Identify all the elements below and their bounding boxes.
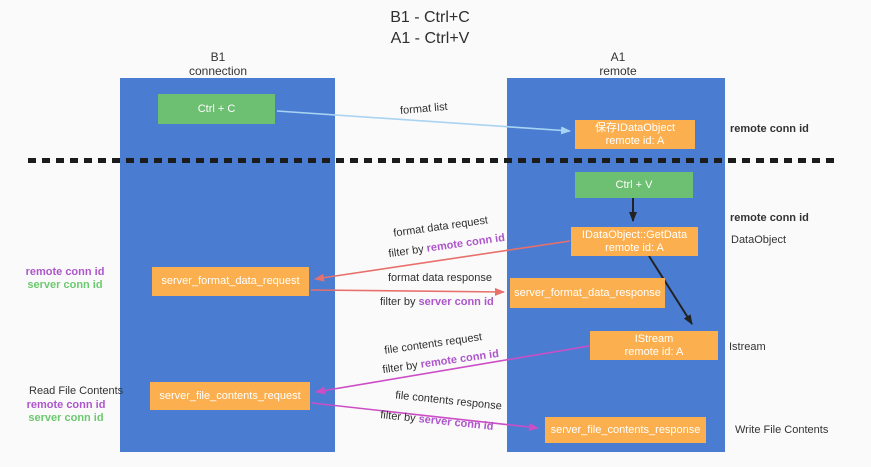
title-line-1: B1 - Ctrl+C xyxy=(390,9,470,26)
getdata-line2: remote id: A xyxy=(605,241,664,254)
node-idataobject-getdata: IDataObject::GetData remote id: A xyxy=(571,227,698,256)
node-server-format-data-request: server_format_data_request xyxy=(152,267,309,296)
server-conn-id-text: server conn id xyxy=(418,296,494,308)
node-ctrl-v: Ctrl + V xyxy=(575,172,693,198)
save-idataobject-line2: remote id: A xyxy=(605,134,665,147)
left-remote-conn-id-2: remote conn id xyxy=(26,399,106,411)
right-remote-conn-id-1: remote conn id xyxy=(730,123,809,135)
right-remote-conn-id-2: remote conn id xyxy=(730,212,809,224)
node-server-file-contents-response: server_file_contents_response xyxy=(545,417,706,443)
left-remote-conn-id-1: remote conn id xyxy=(25,266,105,278)
istream-line2: remote id: A xyxy=(624,345,684,358)
right-write-file-contents-label: Write File Contents xyxy=(735,424,829,436)
filter-by-text: filter by xyxy=(380,296,416,308)
server-file-contents-request-label: server_file_contents_request xyxy=(159,389,301,402)
left-conn-id-group-1: remote conn id server conn id xyxy=(24,266,106,292)
arrow-format-data-response xyxy=(310,287,505,296)
dashed-divider xyxy=(28,158,836,163)
arrow-format-list xyxy=(276,110,571,135)
lane-b1-subtitle: connection xyxy=(188,64,248,78)
lane-b1-name: B1 xyxy=(210,50,226,64)
left-server-conn-id-2: server conn id xyxy=(28,412,104,424)
arrow-file-contents-request xyxy=(315,345,590,395)
left-conn-id-group-2: remote conn id server conn id xyxy=(26,399,106,425)
arrow-file-contents-response xyxy=(311,402,539,431)
left-server-conn-id-1: server conn id xyxy=(27,279,103,291)
istream-line1: IStream xyxy=(634,332,674,345)
right-istream-label: Istream xyxy=(729,341,766,353)
lane-a1-subtitle: remote xyxy=(599,64,637,78)
arrow-format-data-request xyxy=(314,240,571,282)
node-server-file-contents-request: server_file_contents_request xyxy=(150,382,310,410)
server-file-contents-response-label: server_file_contents_response xyxy=(550,423,701,436)
getdata-line1: IDataObject::GetData xyxy=(581,228,688,241)
lane-a1-name: A1 xyxy=(610,50,626,64)
ctrl-v-label: Ctrl + V xyxy=(615,178,653,191)
server-format-data-response-label: server_format_data_response xyxy=(514,286,661,299)
lane-header-a1: A1 remote xyxy=(558,50,678,78)
save-idataobject-line1: 保存IDataObject xyxy=(594,121,676,134)
right-dataobject-label: DataObject xyxy=(731,234,787,246)
ctrl-c-label: Ctrl + C xyxy=(197,102,236,115)
node-istream: IStream remote id: A xyxy=(590,331,718,360)
title-line-2: A1 - Ctrl+V xyxy=(390,30,470,47)
node-ctrl-c: Ctrl + C xyxy=(158,94,275,124)
left-read-file-contents-label: Read File Contents xyxy=(29,385,124,397)
server-format-data-request-label: server_format_data_request xyxy=(161,275,300,287)
node-server-format-data-response: server_format_data_response xyxy=(510,278,665,308)
node-save-idataobject: 保存IDataObject remote id: A xyxy=(575,120,695,149)
edge-label-format-data-response: format data response xyxy=(388,272,492,284)
lane-header-b1: B1 connection xyxy=(158,50,278,78)
edge-label-filter-server-1: filter by server conn id xyxy=(380,296,494,308)
arrow-getdata-to-istream xyxy=(648,255,693,325)
diagram-title: B1 - Ctrl+C A1 - Ctrl+V xyxy=(330,7,530,49)
